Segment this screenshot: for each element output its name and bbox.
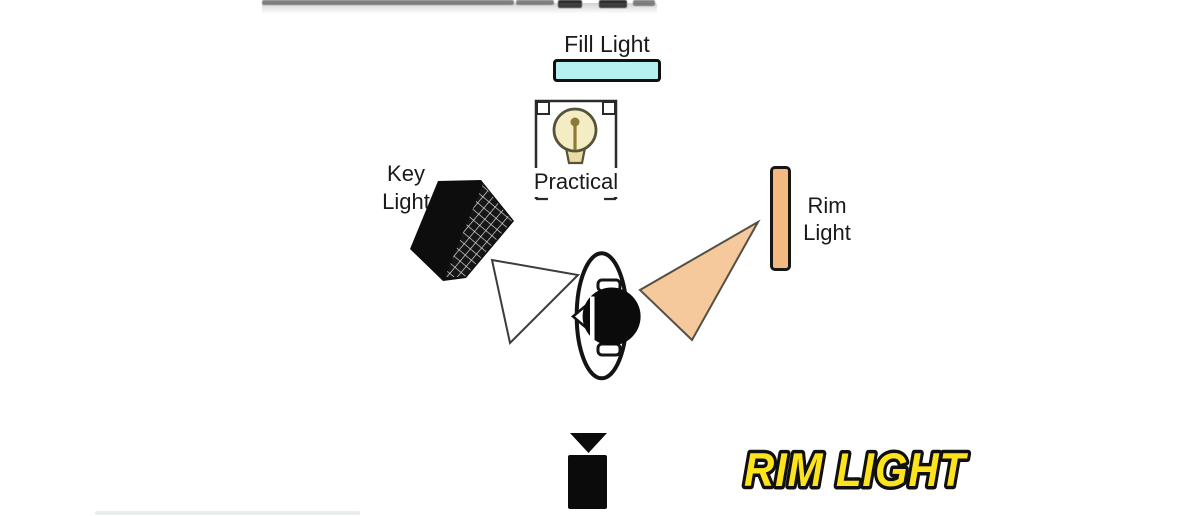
fill-light-label: Fill Light bbox=[564, 31, 650, 57]
practical-label: Practical bbox=[524, 168, 628, 197]
key-light-beam bbox=[490, 258, 581, 346]
subject-top-view-icon bbox=[571, 251, 641, 381]
rim-light-label: Rim Light bbox=[796, 192, 858, 246]
cropped-title-remnant bbox=[633, 0, 655, 6]
rim-light-wordmark-text: RIM LIGHT bbox=[744, 443, 969, 496]
key-light-label-line2: Light bbox=[382, 189, 430, 214]
rim-light-panel bbox=[770, 166, 791, 271]
rim-light-wordmark: RIM LIGHT bbox=[741, 440, 972, 500]
rim-light-beam bbox=[638, 219, 761, 342]
cropped-title-remnant bbox=[558, 0, 582, 8]
rim-light-label-line1: Rim bbox=[807, 193, 847, 218]
bottom-artifact-line bbox=[95, 511, 360, 515]
light-bulb-icon bbox=[552, 107, 598, 165]
cropped-title-remnant bbox=[599, 0, 627, 8]
camera-icon bbox=[568, 433, 607, 509]
key-light-label-line1: Key bbox=[387, 161, 425, 186]
fill-light-panel bbox=[553, 59, 661, 82]
key-light-label: Key Light bbox=[372, 160, 440, 216]
rim-light-label-line2: Light bbox=[803, 220, 851, 245]
cropped-title-remnant bbox=[516, 0, 554, 5]
cropped-title-remnant bbox=[262, 0, 514, 5]
softbox-icon bbox=[410, 180, 514, 281]
cropped-title-remnant bbox=[262, 3, 657, 14]
